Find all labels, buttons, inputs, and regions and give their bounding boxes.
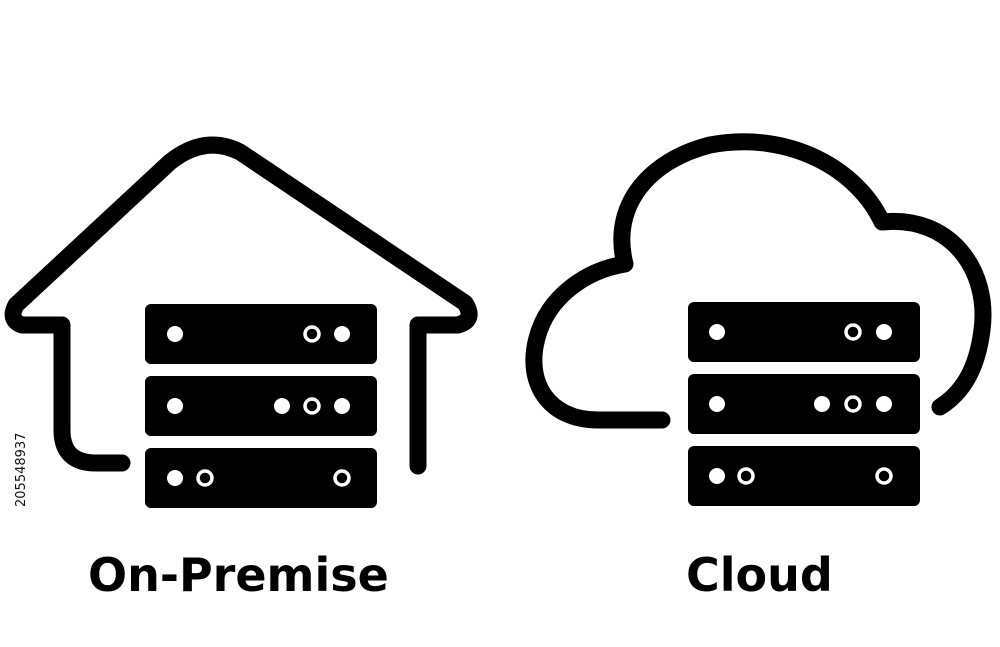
onprem-server-rack-icon bbox=[145, 304, 377, 508]
cloud-label: Cloud bbox=[686, 548, 833, 602]
cloud-server-rack-icon bbox=[688, 302, 920, 506]
house-icon bbox=[4, 136, 478, 475]
stock-id-text: 205548937 bbox=[14, 432, 29, 508]
cloud-icon bbox=[525, 133, 992, 429]
on-premise-label: On-Premise bbox=[88, 548, 389, 602]
